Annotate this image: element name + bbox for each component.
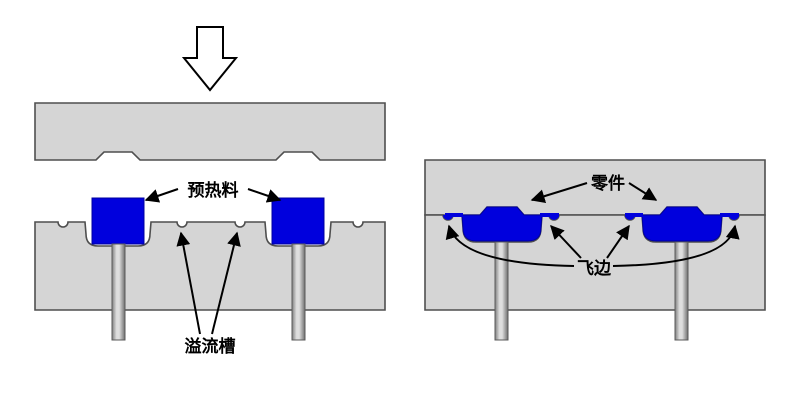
arrow-flash-inner-right [606,224,630,259]
left-panel-open-mold: 预热料 溢流槽 [34,26,386,356]
arrow-preheated-to-right-block [247,188,282,203]
flash-drip-outer-right [729,215,739,220]
flash-drip-outer-left [443,215,453,220]
arrow-flash-outer-left [445,224,575,267]
label-part: 零件 [590,173,625,193]
flash-strip-outer-left [445,213,463,217]
arrow-part-to-right [628,182,658,201]
right-panel-closed-mold: 零件 飞边 [424,159,766,341]
label-flash: 飞边 [577,259,612,278]
flash-drip-inner-right [625,215,635,220]
ejector-pin-right-2 [674,241,689,341]
ejector-pin-right-1 [494,241,509,341]
lower-mold-block-left [34,221,386,311]
upper-mold-plate-left [34,102,386,161]
arrow-groove-left [176,231,201,335]
preheated-charge-right-block [271,197,325,245]
ejector-pin-left-1 [111,243,126,341]
label-flash-groove: 溢流槽 [185,336,236,356]
label-preheated-charge: 预热料 [188,180,239,200]
arrow-part-to-left [530,182,588,203]
arrow-groove-right [211,231,241,335]
press-force-arrow-icon [181,26,239,92]
arrow-flash-outer-right [612,224,740,267]
ejector-pin-left-2 [291,243,306,341]
molded-part-right [641,206,723,242]
arrow-preheated-to-left-block [144,188,179,203]
molded-part-left [461,206,543,242]
preheated-charge-left-block [91,197,145,245]
flash-drip-inner-left [549,215,559,220]
arrow-flash-inner-left [550,224,582,259]
